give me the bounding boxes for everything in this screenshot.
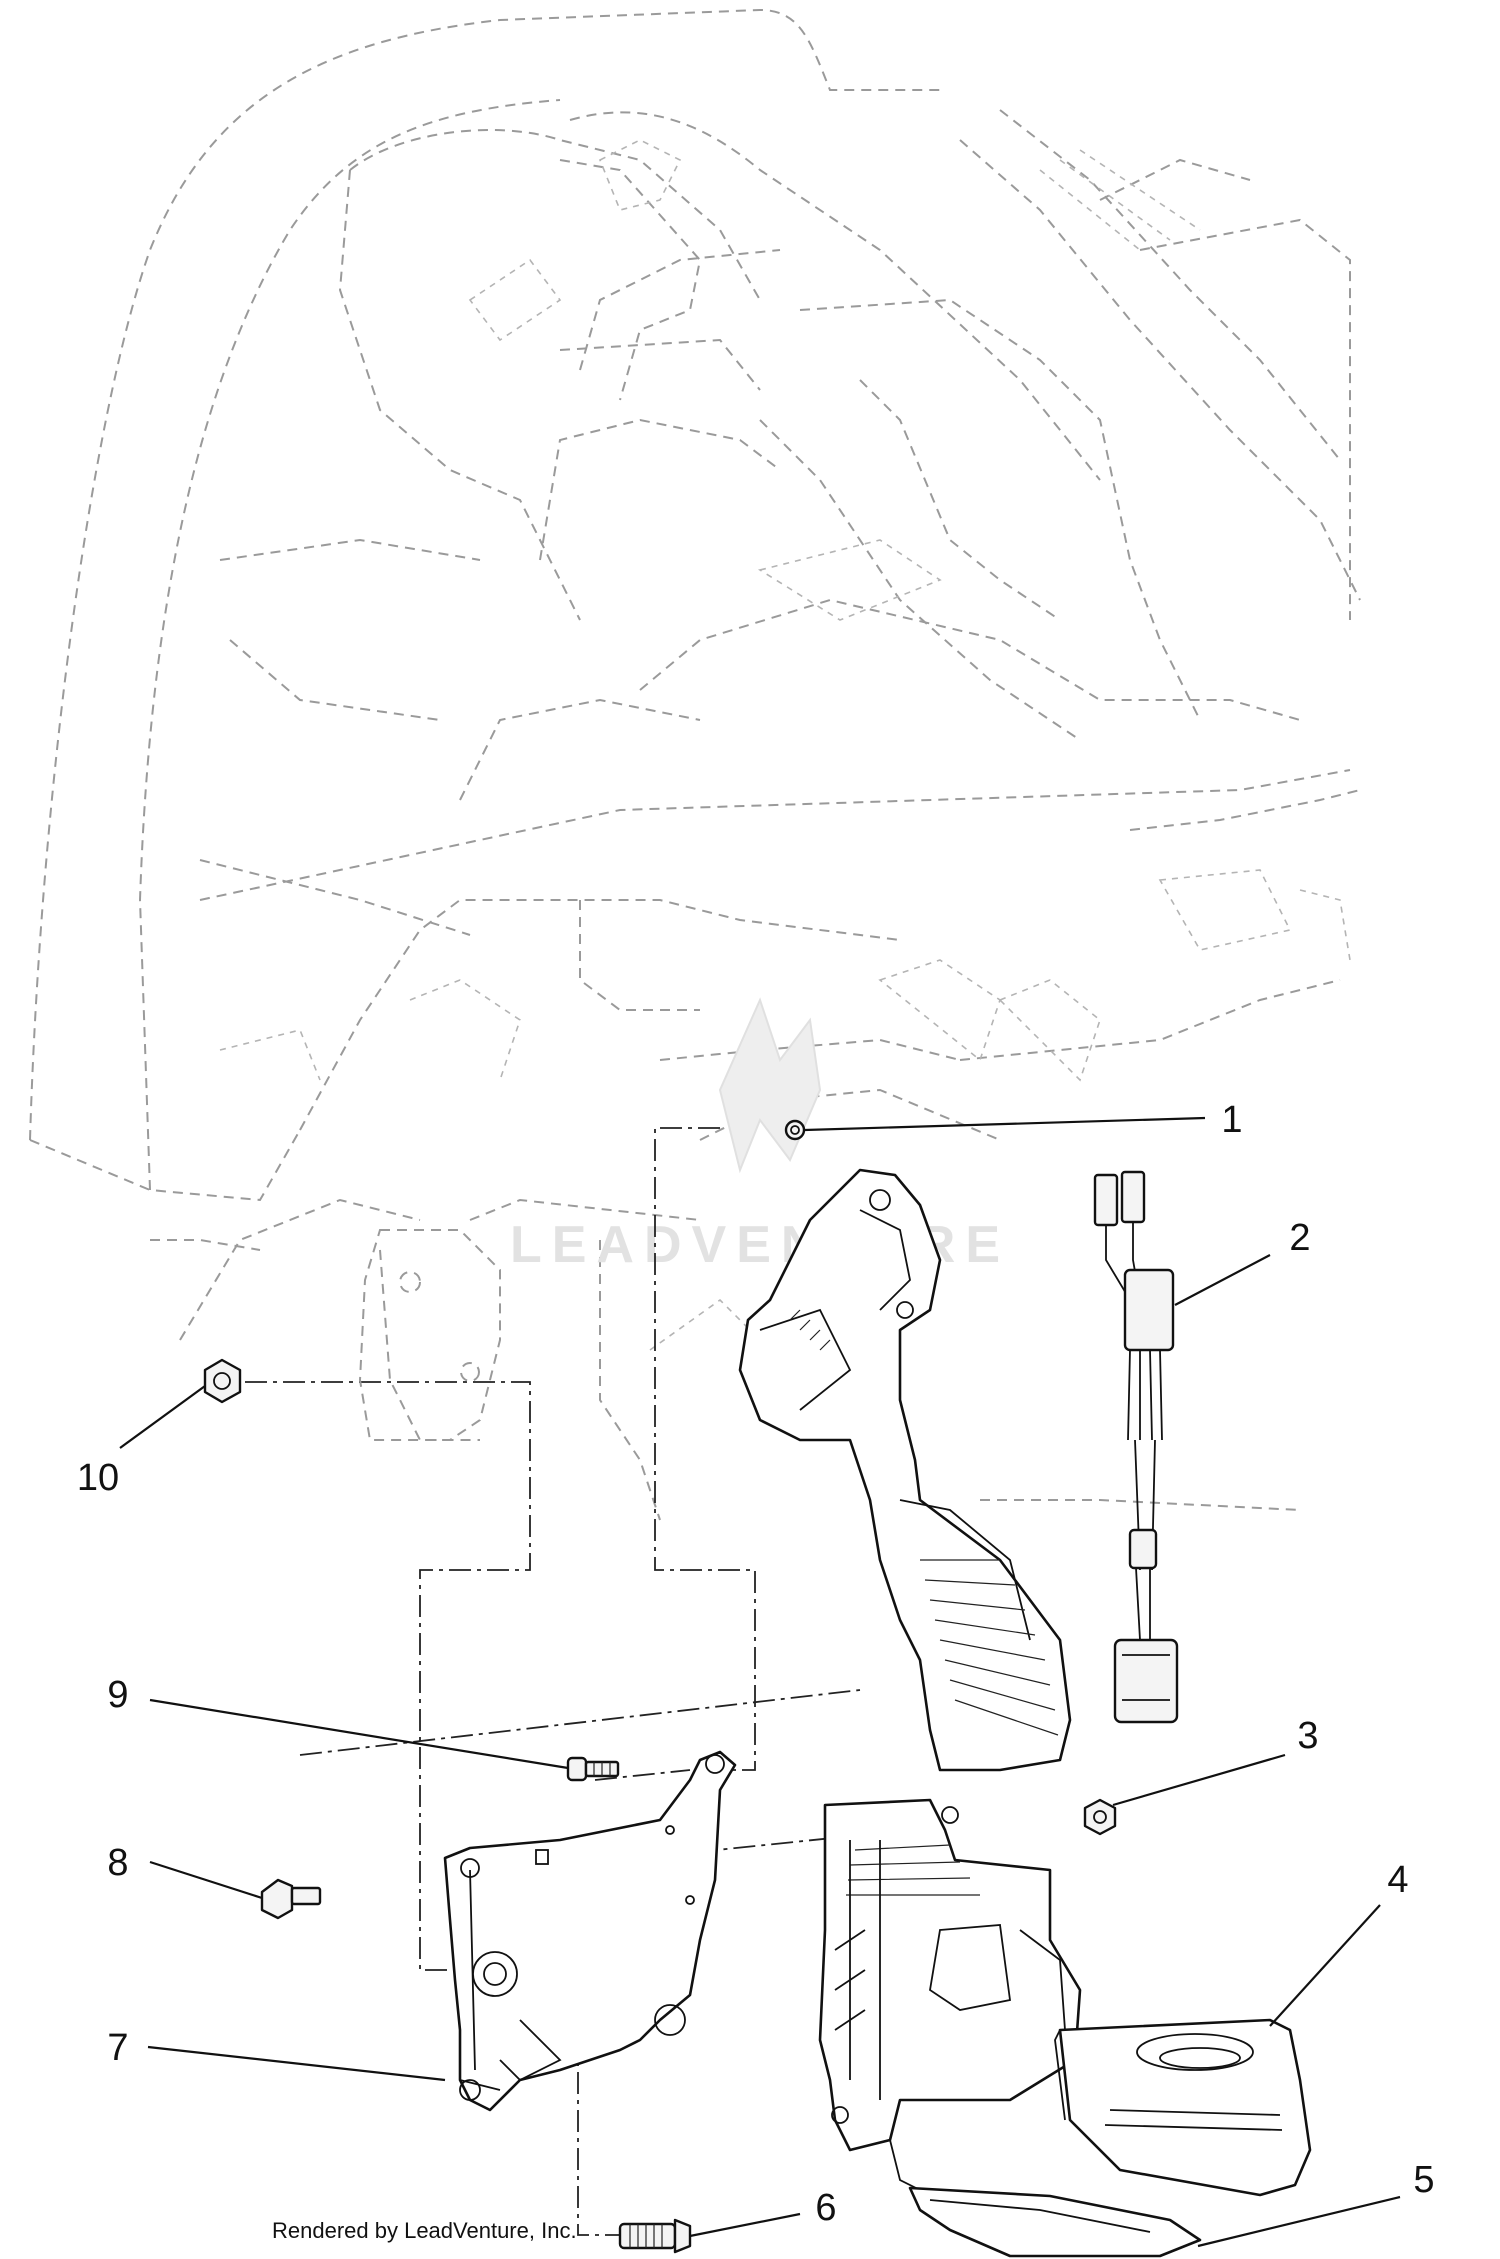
callout-2: 2 bbox=[1289, 1217, 1310, 1259]
callout-4: 4 bbox=[1387, 1859, 1408, 1901]
part-6-bolt bbox=[618, 2218, 692, 2254]
part-7-mounting-bracket bbox=[443, 1750, 737, 2112]
part-8-bolt bbox=[260, 1878, 322, 1920]
callout-3: 3 bbox=[1297, 1715, 1318, 1757]
part-4-pedal-cover bbox=[1054, 2018, 1312, 2197]
callout-8: 8 bbox=[107, 1842, 128, 1884]
part-3-nut bbox=[1083, 1798, 1117, 1836]
callout-6: 6 bbox=[815, 2187, 836, 2229]
accelerator-pedal-installed bbox=[738, 1168, 1072, 1772]
leader-lines bbox=[119, 1116, 1401, 2248]
part-10-nut bbox=[203, 1358, 242, 1404]
callout-labels: 1 2 3 4 5 6 7 8 9 10 bbox=[77, 1099, 1435, 2229]
pedal-assembly-exploded bbox=[818, 1798, 1082, 2201]
callout-1: 1 bbox=[1221, 1099, 1242, 1141]
part-1-nut bbox=[784, 1119, 806, 1141]
callout-10: 10 bbox=[77, 1457, 119, 1499]
callout-7: 7 bbox=[107, 2027, 128, 2069]
frame-bracket-installed bbox=[358, 1229, 501, 1441]
callout-9: 9 bbox=[107, 1674, 128, 1716]
callout-5: 5 bbox=[1413, 2159, 1434, 2201]
watermark: LEADVENTURE bbox=[510, 997, 1000, 1274]
rendered-by-credit: Rendered by LeadVenture, Inc. bbox=[272, 2218, 577, 2243]
part-9-bolt bbox=[566, 1756, 620, 1782]
part-2-wire-harness bbox=[1093, 1170, 1179, 1724]
part-5-pedal-pad bbox=[908, 2186, 1202, 2258]
